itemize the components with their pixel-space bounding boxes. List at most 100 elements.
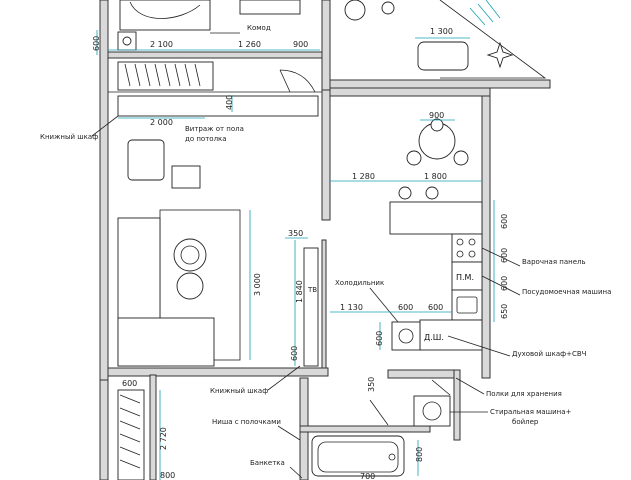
balcony: 1 300 [344,0,547,79]
dim-2720: 2 720 [159,427,168,450]
burner-1-icon [456,238,464,246]
living-room: 3 000 350 1 840 ТВ 600 [117,139,319,367]
label-vitrazh-2: до потолка [185,135,227,143]
dim-1300: 1 300 [430,27,453,36]
pouf-icon [171,165,201,189]
label-knizhny-shkaf-2: Книжный шкаф [210,387,268,395]
wall-horizontal-top [107,51,323,59]
door-swing-icon [279,69,316,93]
dim-600-r1: 600 [500,214,509,229]
sofa-corner-icon [117,317,215,367]
bedroom: Комод 600 2 100 1 260 900 [92,0,320,55]
dim-800-a: 800 [160,471,175,480]
dim-900-top: 900 [293,40,308,49]
label-tb: ТВ [307,286,317,294]
dim-600-left: 600 [92,36,101,51]
label-nisha: Ниша с полочками [212,418,281,426]
lamp-icon [122,36,132,46]
stool-1-icon [398,186,412,200]
dim-600-c: 600 [375,331,384,346]
dim-600-tv: 600 [290,346,299,361]
leader-kholodilnik [369,287,399,323]
wall-living-bottom [107,367,329,377]
leader-dukhovoy [447,335,511,357]
balcony-outline [439,0,547,79]
balcony-diag-2 [477,3,494,23]
label-knizhny-shkaf-1: Книжный шкаф [40,133,98,141]
burner-4-icon [468,250,476,258]
dim-350: 350 [288,229,303,238]
bed-blanket-icon [129,1,201,19]
armchair-icon [127,139,165,181]
dim-2100: 2 100 [150,40,173,49]
door-leaf-icon [279,69,291,93]
coffee-table-1-inner-icon [180,245,200,265]
fridge-icon [391,321,421,351]
leader-nisha [277,425,301,441]
kitchen-island-icon [389,201,483,235]
dim-600-a: 600 [398,303,413,312]
dim-2000: 2 000 [150,118,173,127]
wall-wc-top [387,369,459,379]
dim-600-bottom-left: 600 [122,379,137,388]
dim-600-r3: 600 [500,276,509,291]
bookcase-1-icon [117,95,319,117]
cooktop-icon [451,233,483,263]
label-vitrazh-1: Витраж от пола [185,125,244,133]
dim-1800: 1 800 [424,172,447,181]
washer-drum-icon [422,401,442,421]
leader-knizhny-shkaf-1 [91,115,119,137]
dim-1840: 1 840 [295,280,304,303]
wardrobe-hangers-icon [124,63,201,87]
burner-2-icon [468,238,476,246]
label-posudomoechnaya: Посудомоечная машина [522,288,611,296]
label-dsh: Д.Ш. [424,333,444,342]
wall-center-mid [321,89,331,221]
wall-left-upper [99,0,109,381]
drain-icon [388,453,396,461]
wall-wc-right [453,369,461,441]
leader-varochnaya [481,247,521,267]
wall-kitchen-top [329,87,491,97]
label-banketka: Банкетка [250,459,285,467]
coffee-table-2-icon [176,272,204,300]
wardrobe-section: 2 000 400 Книжный шкаф Витраж от пола до… [40,61,322,143]
wall-right-kitchen [481,87,491,379]
shelf-door-icon [369,399,389,426]
leader-knizhny-shkaf-2 [267,365,301,391]
bathtub-inner-icon [317,441,399,473]
leader-polki [455,377,485,395]
washer-icon [413,395,451,427]
label-varochnaya: Варочная панель [522,258,586,266]
wall-center-top [321,0,331,91]
balcony-diag-1 [469,7,486,26]
balcony-diag-3 [485,0,501,19]
kitchen: 900 1 280 1 800 П.М. Д.Ш. 600 600 600 65… [330,111,611,358]
label-stiralnaya-2: бойлер [512,418,539,426]
walls [99,0,551,480]
leader-posudomoechnaya [481,275,521,296]
bed-icon [119,0,211,31]
label-pm: П.М. [456,273,474,282]
label-polki: Полки для хранения [486,390,562,398]
wall-center-low [321,239,327,371]
hallway: Книжный шкаф 600 2 720 800 Ниша с полочк… [117,365,572,480]
wc-door-icon [431,379,451,396]
chair-right-icon [453,150,469,166]
label-kholodilnik: Холодильник [335,279,384,287]
wall-left-lower [99,379,109,480]
wall-bath-top [299,425,431,433]
wall-corridor [149,374,157,480]
dim-1130: 1 130 [340,303,363,312]
leader-banketka [289,466,303,479]
dim-800-b: 800 [415,447,424,462]
dim-700: 700 [360,472,375,480]
fridge-dial-icon [398,328,414,344]
dim-1280: 1 280 [352,172,375,181]
dim-900-table: 900 [429,111,444,120]
dim-650: 650 [500,304,509,319]
komod-icon [239,0,301,15]
label-dukhovoy: Духовой шкаф+СВЧ [512,350,587,358]
dim-600-b: 600 [428,303,443,312]
bathtub-icon [311,435,405,477]
